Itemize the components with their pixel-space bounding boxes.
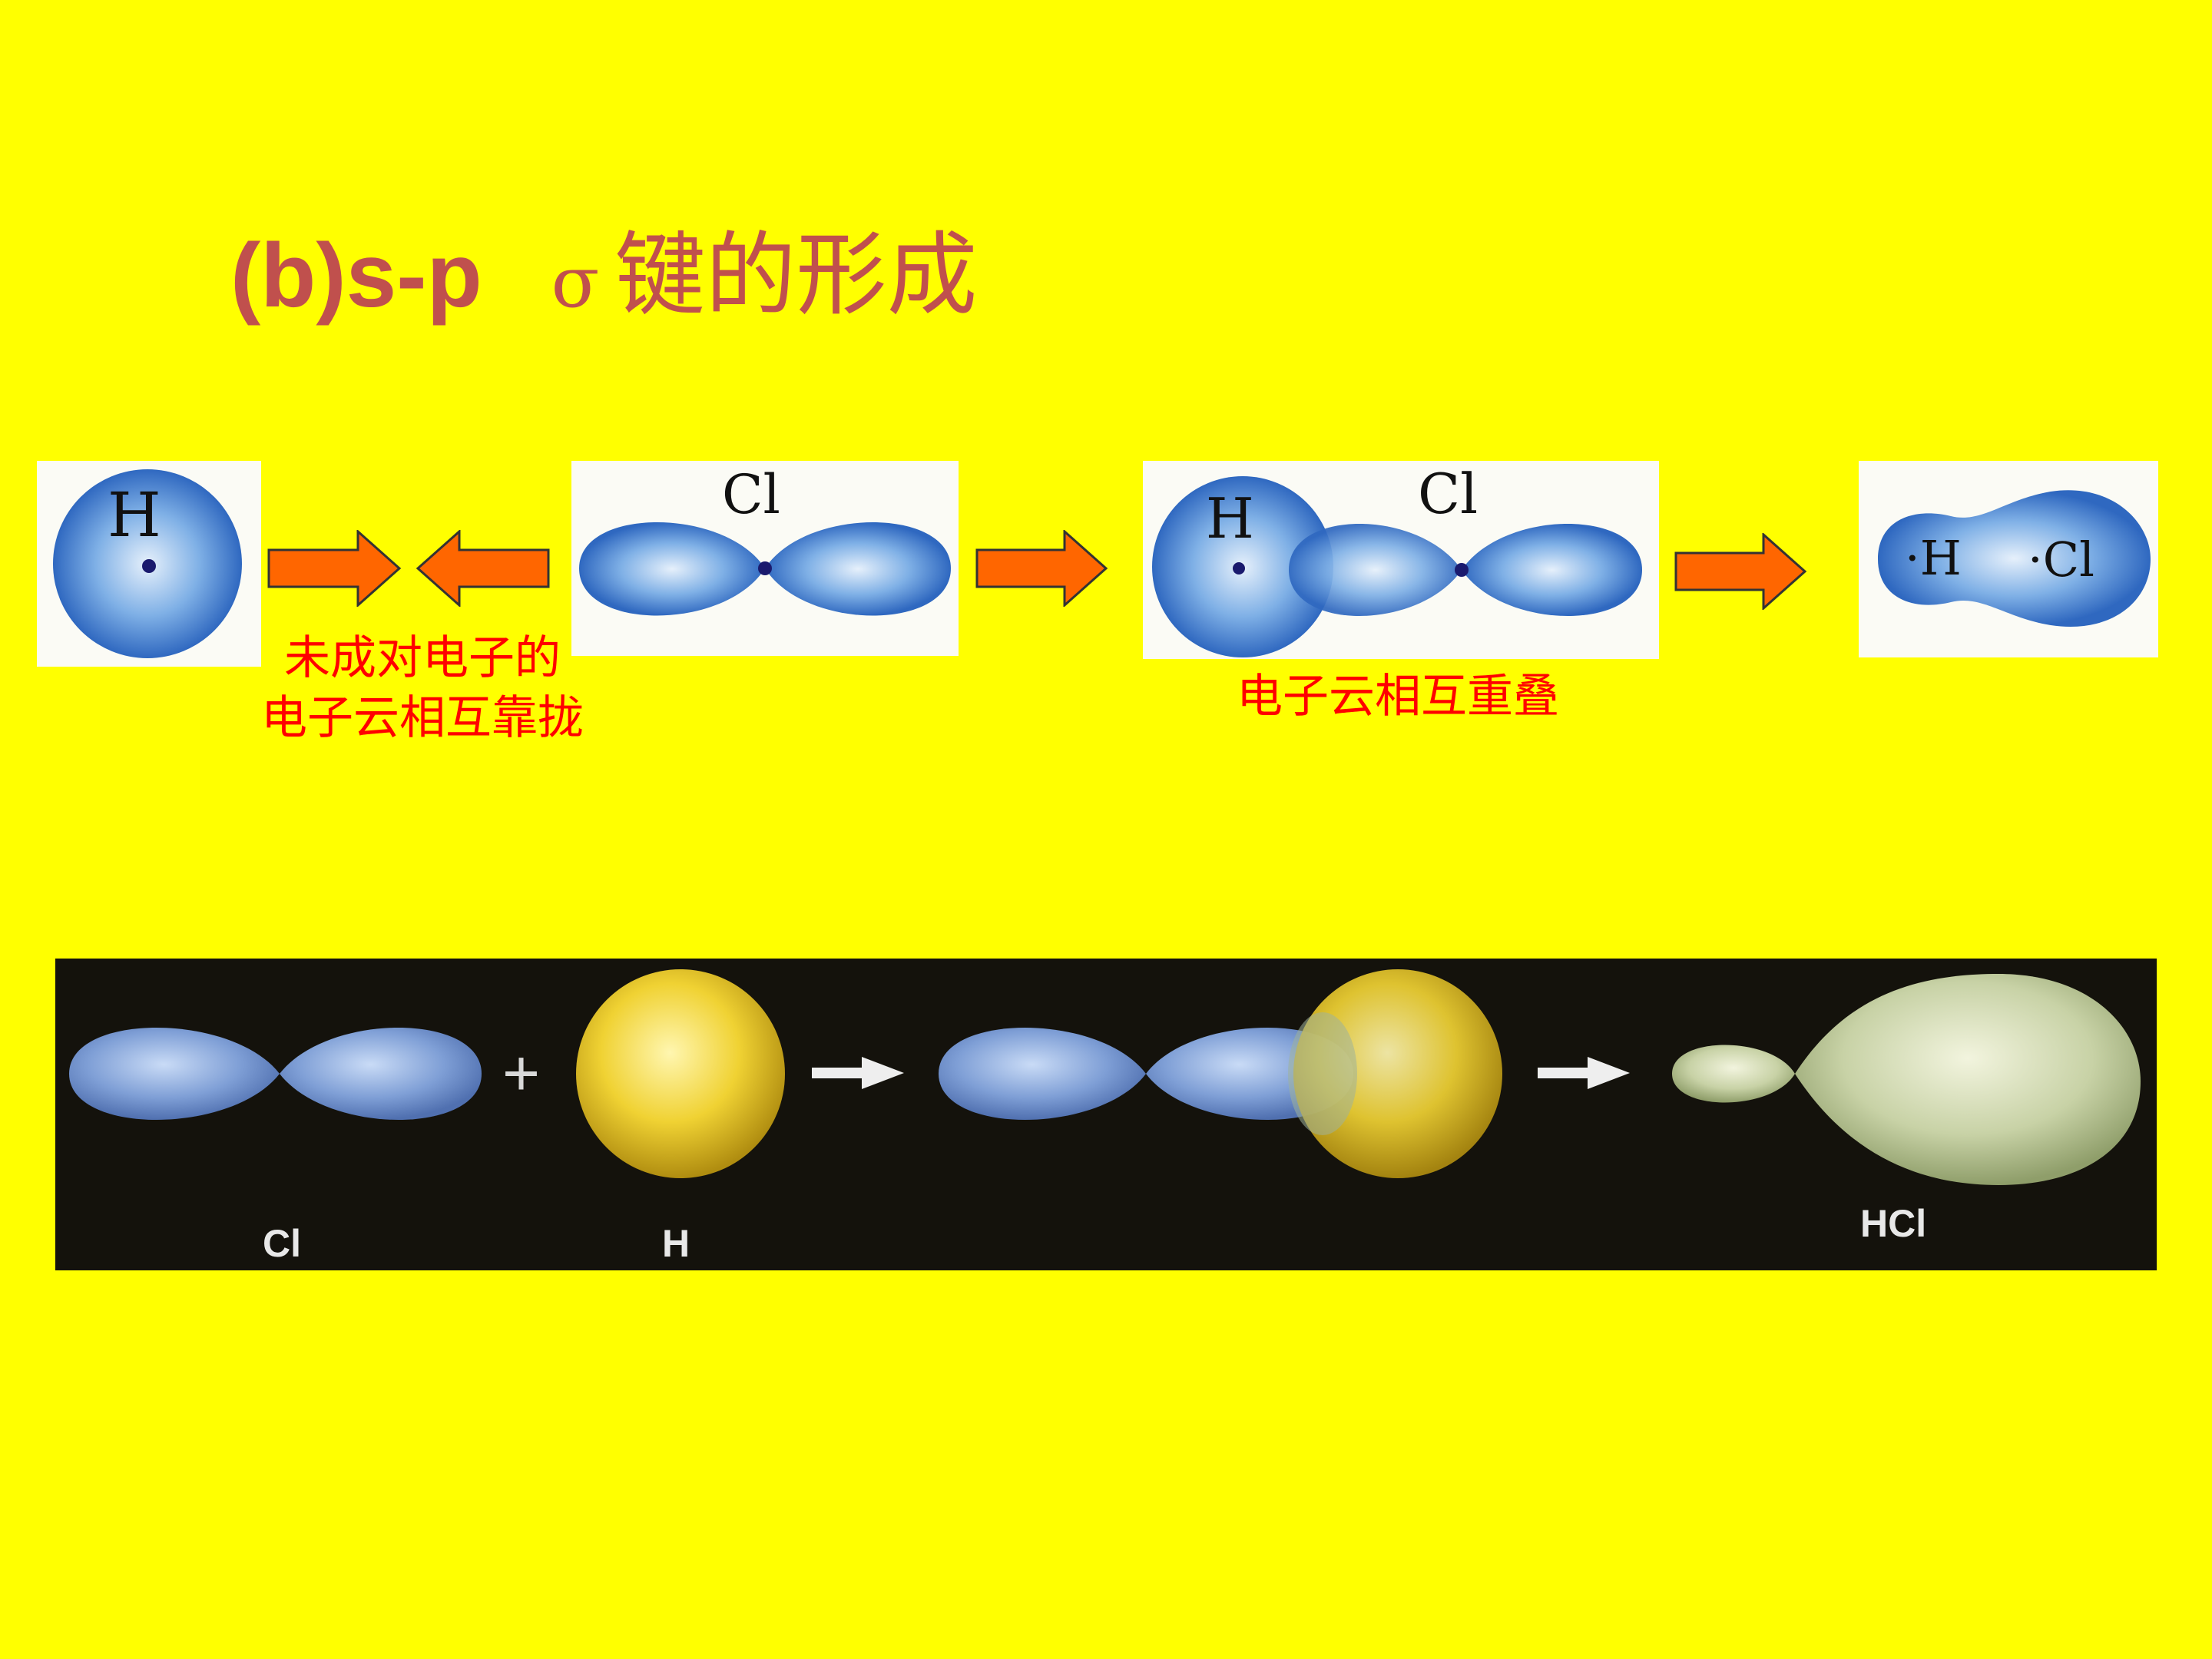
approach-right-arrow [267,530,402,607]
strip-h-orbital [576,969,785,1178]
overlap-h-nucleus [1233,562,1245,575]
hcl-large-lobe [1795,974,2141,1185]
strip-label-hcl: HCl [1860,1202,1926,1245]
cl-atom-label: Cl [722,463,780,526]
approach-caption-line2: 电子云相互靠拢 [261,691,584,745]
approach-left-arrow [415,530,550,607]
overlap-caption: 电子云相互重叠 [1183,667,1613,727]
overlap-panel: H Cl [1143,461,1659,659]
hcl-small-lobe [1672,1045,1795,1103]
cl-p-lobe-left [579,522,765,616]
strip-label-cl: Cl [263,1222,301,1265]
slide-title: (b)s-p σ 键的形成 [230,201,978,328]
overlap-arrow [975,530,1109,607]
cl-p-orbital-illustration: Cl [579,463,951,616]
molecule-arrow [1674,533,1808,610]
cl-atom-panel: Cl [571,461,959,656]
overlap-cl-lobe-right [1462,524,1642,616]
overlap-cl-lobe-left [1289,524,1462,616]
title-rest: 键的形成 [614,222,978,328]
strip-cl-lobe-left [69,1028,280,1120]
overlap-h-label: H [1206,486,1254,551]
cl-p-lobe-right [765,522,951,616]
approach-caption-line1: 未成对电子的 [284,631,561,685]
hcl-electron-cloud [1878,490,2151,627]
strip-cl-lobe-right [280,1028,482,1120]
overlap-cl-nucleus [1455,563,1469,577]
strip-arrow-1 [812,1057,904,1089]
hcl-molecule-panel: ·H ·Cl [1859,461,2158,657]
overlap-caption-text: 电子云相互重叠 [1237,670,1559,724]
h-atom-label: H [108,479,161,551]
title-sigma: σ [551,241,600,323]
orbital-overlap-illustration: H Cl [1152,462,1642,657]
cl-nucleus [758,561,772,575]
approach-caption: 未成对电子的 电子云相互靠拢 [223,628,622,748]
strip-overlap-h-orbital [1293,969,1502,1178]
strip-label-h: H [662,1222,690,1265]
hcl-cl-label: ·Cl [2028,531,2094,588]
bottom-orbital-illustration: + Cl H HCl [69,969,2141,1265]
strip-overlap-region [1288,1012,1357,1135]
bottom-orbital-strip: + Cl H HCl [55,959,2157,1270]
title-prefix: (b)s-p [230,225,482,326]
h-nucleus [142,559,156,573]
overlap-cl-label: Cl [1418,462,1478,526]
hcl-molecule-illustration: ·H ·Cl [1878,490,2151,627]
plus-sign: + [502,1037,540,1109]
strip-arrow-2 [1538,1057,1630,1089]
h-atom-panel: H [37,461,261,667]
strip-overlap-cl-lobe-left [939,1028,1146,1120]
h-atom-illustration: H [53,469,242,658]
hcl-h-label: ·H [1905,530,1962,586]
